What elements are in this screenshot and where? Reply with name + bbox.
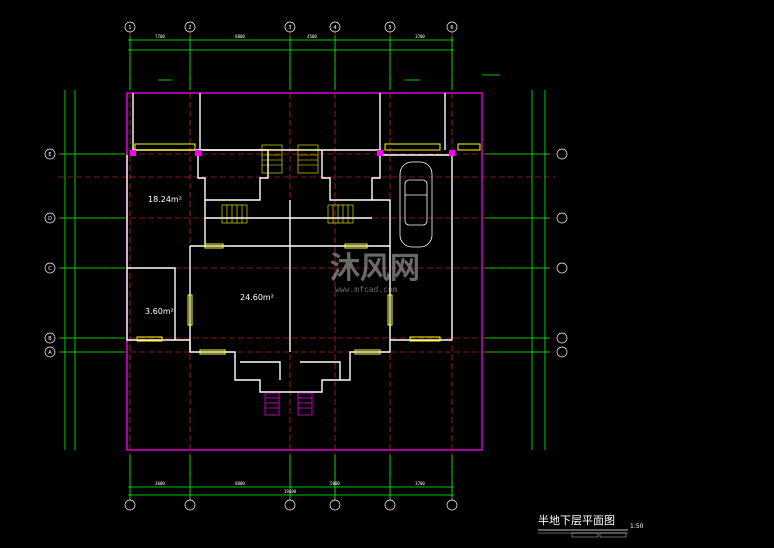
stairs [221, 144, 354, 224]
axis-label-row-e: E [48, 152, 51, 158]
dim-bottom-3: 5000 [330, 481, 340, 486]
dim-top-4: 3700 [415, 34, 425, 39]
axis-label-col-6: 6 [450, 25, 453, 31]
room-area-small: 3.60m² [145, 307, 174, 316]
axis-label-col-5: 5 [388, 25, 391, 31]
dimension-lines [60, 36, 550, 500]
dim-top-3: 4500 [307, 34, 317, 39]
axis-label-row-b: B [48, 336, 52, 342]
room-area-center: 24.60m² [240, 293, 274, 302]
axis-label-col-2: 2 [188, 25, 191, 31]
axis-labels: 1 2 3 4 5 6 E D C B A [48, 25, 454, 356]
axis-label-col-1: 1 [128, 25, 131, 31]
windows [134, 143, 481, 355]
dimension-texts: 7700 8800 4500 3700 3600 8800 5000 3700 … [155, 34, 425, 494]
axis-bubbles [44, 21, 568, 511]
site-boundary [126, 92, 483, 451]
axis-label-row-a: A [48, 350, 52, 356]
dim-bottom-1: 3600 [155, 481, 165, 486]
exterior-stairs [264, 392, 313, 416]
dim-bottom-2: 8800 [235, 481, 245, 486]
drawing-scale: 1:50 [630, 523, 644, 530]
axis-label-row-c: C [48, 266, 52, 272]
watermark-text: 沐风网 [330, 251, 420, 286]
axis-label-col-3: 3 [288, 25, 291, 31]
columns [130, 150, 455, 156]
axis-label-row-d: D [48, 216, 52, 222]
watermark-url: www.mfcad.com [335, 285, 398, 294]
car-icon [399, 161, 433, 248]
dim-top-2: 8800 [235, 34, 245, 39]
dim-bottom-4: 3700 [415, 481, 425, 486]
drawing-title: 半地下层平面图 [538, 513, 615, 527]
watermark: 沐风网 www.mfcad.com [330, 251, 420, 294]
axis-label-col-4: 4 [333, 25, 336, 31]
room-area-left: 18.24m² [148, 195, 182, 204]
dim-bottom-total: 19400 [284, 489, 297, 494]
walls [126, 93, 453, 393]
dim-top-1: 7700 [155, 34, 165, 39]
title-block: 半地下层平面图 1:50 [538, 513, 644, 538]
